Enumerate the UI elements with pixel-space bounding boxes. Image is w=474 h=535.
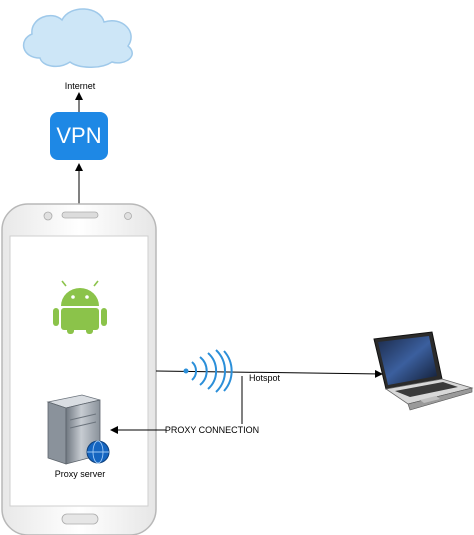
android-icon [53,280,107,334]
internet-label: Internet [65,81,96,91]
laptop-icon [373,331,474,411]
phone-device [1,203,157,535]
hotspot-line [155,369,383,378]
hotspot-label: Hotspot [249,373,281,383]
wifi-signal-icon [183,349,233,393]
internet-cloud-icon [22,8,133,68]
proxy-connection-label: PROXY CONNECTION [165,425,259,435]
proxy-server-label: Proxy server [55,469,106,479]
proxy-server-icon [46,394,110,465]
vpn-label: VPN [56,123,101,148]
vpn-box: VPN [50,112,108,160]
